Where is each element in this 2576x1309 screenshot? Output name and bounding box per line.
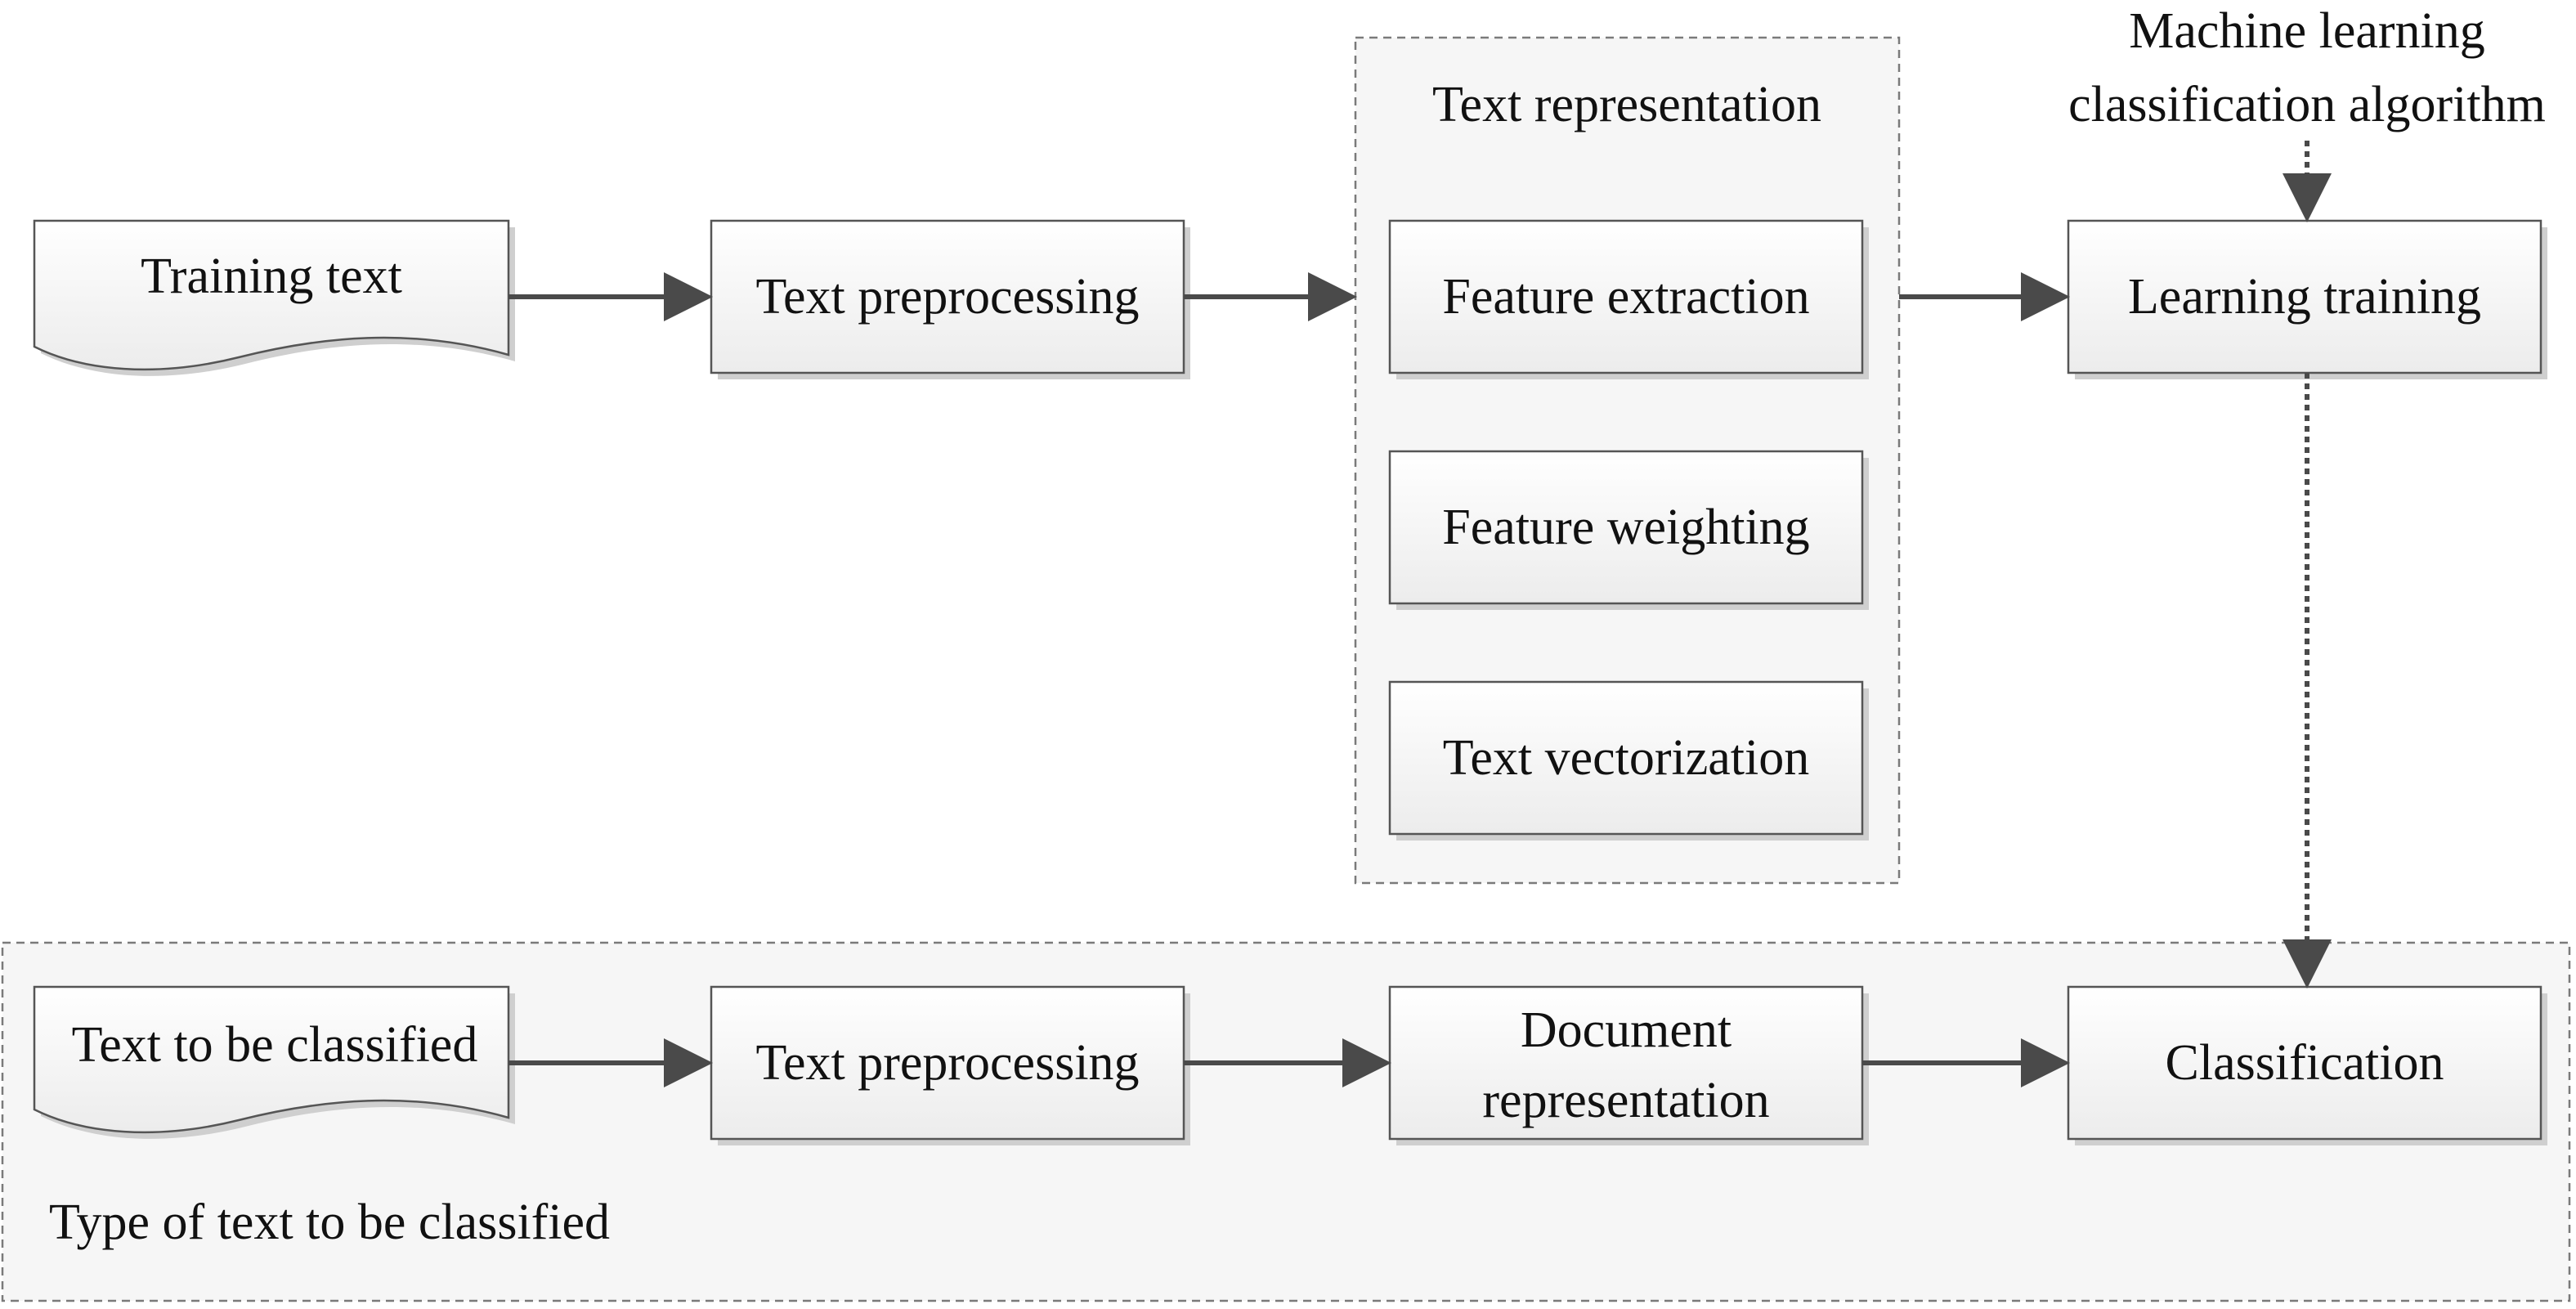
text-vectorization-node: Text vectorization — [1388, 680, 1869, 841]
training-text-label: Training text — [141, 249, 402, 304]
text-vectorization-label: Text vectorization — [1443, 730, 1809, 786]
classification-label: Classification — [2166, 1035, 2444, 1091]
feature-weighting-node: Feature weighting — [1388, 450, 1869, 610]
text-to-classify-label: Text to be classified — [72, 1017, 478, 1073]
document-representation-label-line1: Document — [1521, 1002, 1732, 1058]
training-text-node: Training text — [33, 219, 515, 376]
feature-extraction-node: Feature extraction — [1388, 219, 1869, 379]
learning-training-label: Learning training — [2128, 269, 2481, 325]
algorithm-label-line1: Machine learning — [2129, 3, 2485, 59]
text-to-classify-node: Text to be classified — [33, 985, 515, 1139]
learning-training-node: Learning training — [2067, 219, 2547, 379]
classification-node: Classification — [2067, 985, 2547, 1145]
top-preprocessing-node: Text preprocessing — [710, 219, 1190, 379]
algorithm-label-line2: classification algorithm — [2068, 77, 2546, 132]
classification-group-label: Type of text to be classified — [49, 1195, 610, 1250]
feature-extraction-label: Feature extraction — [1442, 269, 1809, 325]
document-representation-node: Document representation — [1388, 985, 1869, 1145]
document-representation-label-line2: representation — [1482, 1073, 1769, 1128]
top-preprocessing-label: Text preprocessing — [755, 269, 1139, 325]
feature-weighting-label: Feature weighting — [1442, 500, 1809, 555]
bottom-preprocessing-label: Text preprocessing — [755, 1035, 1139, 1091]
bottom-preprocessing-node: Text preprocessing — [710, 985, 1190, 1145]
text-representation-title: Text representation — [1432, 77, 1821, 132]
